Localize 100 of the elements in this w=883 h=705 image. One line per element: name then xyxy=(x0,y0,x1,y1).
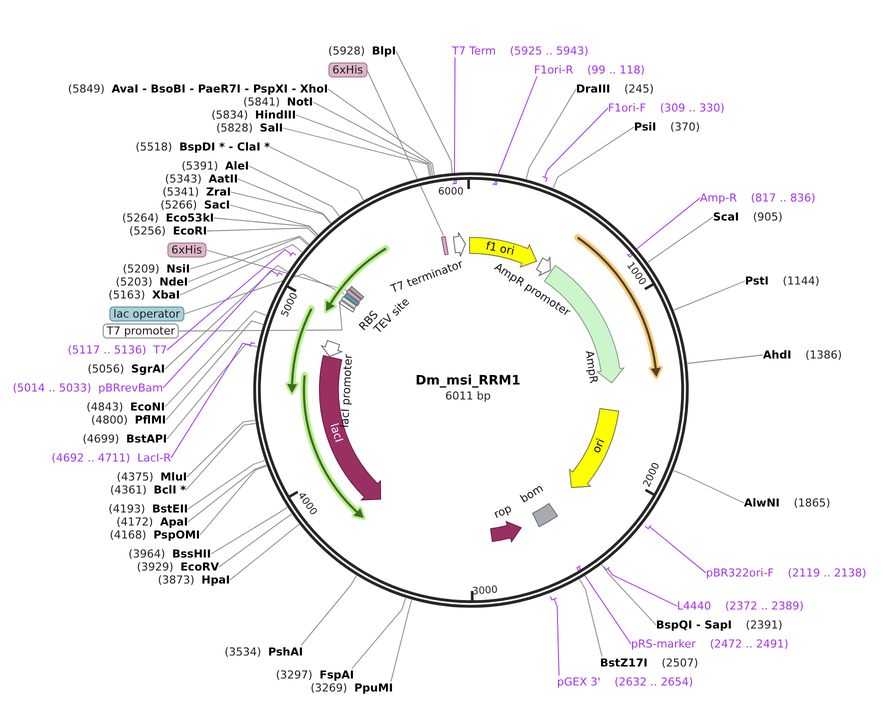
leader-line xyxy=(206,228,317,237)
leader-line xyxy=(296,114,432,176)
feature-marker xyxy=(338,298,356,314)
restriction-site-label: (5518) BspDI * - ClaI * xyxy=(136,140,270,154)
leader-line xyxy=(166,320,264,420)
primer-label: pBR322ori-F (2119 .. 2138) xyxy=(706,566,866,580)
primer-label: L4440 (2372 .. 2389) xyxy=(677,600,804,612)
restriction-site-label: (5256) EcoRI xyxy=(129,224,207,238)
primer-leader-line xyxy=(542,108,608,182)
directional-feature xyxy=(489,520,523,544)
promoter-feature xyxy=(320,339,344,358)
restriction-site-label: BstZ17I (2507) xyxy=(600,656,698,670)
feature-tag: 6xHis xyxy=(167,242,206,258)
primer-label: F1ori-R (99 .. 118) xyxy=(534,64,645,76)
restriction-site-label: PsiI (370) xyxy=(634,120,700,134)
feature-tag: T7 promoter xyxy=(102,324,179,338)
restriction-site-label: (4843) EcoNI xyxy=(86,400,165,414)
restriction-site-label: (5391) AleI xyxy=(182,160,249,172)
leader-line xyxy=(300,575,358,646)
directional-feature xyxy=(568,406,621,489)
restriction-site-label: (4375) MluI xyxy=(116,470,187,484)
leader-line xyxy=(601,564,656,626)
restriction-site-label: ScaI (905) xyxy=(713,210,783,224)
leader-line xyxy=(186,422,256,490)
restriction-site-label: (3929) EcoRV xyxy=(136,560,219,574)
primer-label: (5014 .. 5033) pBRrevBam xyxy=(12,382,163,394)
leader-line xyxy=(352,598,406,669)
primer-leader-line xyxy=(492,76,538,186)
scale-label: 2000 xyxy=(641,462,662,490)
leader-line xyxy=(164,264,288,370)
primer-label: pGEX 3' (2632 .. 2654) xyxy=(557,676,694,688)
primer-label: (5117 .. 5136) T7 xyxy=(68,344,167,356)
leader-line xyxy=(328,88,435,176)
primer-leader-line xyxy=(162,270,283,388)
feature-marker xyxy=(348,284,366,301)
leader-line xyxy=(190,236,310,270)
leader-line xyxy=(200,465,268,536)
leader-line xyxy=(270,146,364,201)
restriction-site-label: (5828) SalI xyxy=(216,122,283,134)
leader-line xyxy=(647,216,714,263)
leader-line xyxy=(230,192,331,224)
restriction-site-label: (5209) NsiI xyxy=(122,262,190,276)
restriction-site-label: (3269) PpuMI xyxy=(310,682,393,694)
feature-marker xyxy=(440,234,450,256)
restriction-site-label: (5849) AvaI - BsoBI - PaeR7I - PspXI - XhoI xyxy=(68,82,328,96)
feature-tag: 6xHis xyxy=(328,62,367,78)
restriction-site-label: (4800) PflMI xyxy=(91,414,166,426)
leader-line xyxy=(282,128,430,176)
restriction-site-label: (5341) ZraI xyxy=(162,186,231,198)
leader-line xyxy=(188,460,266,510)
restriction-site-label: PstI (1144) xyxy=(745,274,820,288)
restriction-site-label: (4193) BstEII xyxy=(108,502,188,516)
leader-line xyxy=(210,506,288,554)
primer-label: F1ori-F (309 .. 330) xyxy=(608,102,724,114)
primer-leader-line xyxy=(452,57,457,184)
restriction-site-label: (3873) HpaI xyxy=(158,574,230,586)
leader-line xyxy=(218,514,292,568)
feature-tag: lac operator xyxy=(109,306,184,322)
directional-feature xyxy=(318,354,382,502)
leader-line xyxy=(248,166,340,217)
feature-marker xyxy=(340,295,358,310)
restriction-site-label: DraIII (245) xyxy=(576,82,654,96)
primer-leader-line xyxy=(166,249,296,350)
restriction-site-label: BspQI - SapI (2391) xyxy=(656,618,782,632)
scale-label: 3000 xyxy=(472,585,499,598)
restriction-site-label: (5163) XbaI xyxy=(108,288,180,302)
primer-leader-line xyxy=(603,566,678,606)
leader-line xyxy=(180,244,303,296)
leader-line xyxy=(188,464,267,522)
leader-line xyxy=(526,88,576,180)
leader-line xyxy=(186,420,256,478)
feature-marker xyxy=(342,292,360,307)
plasmid-name: Dm_msi_RRM1 xyxy=(415,374,521,390)
primer-leader-line xyxy=(626,198,700,258)
leader-line xyxy=(552,126,634,189)
restriction-site-label: (3964) BssHII xyxy=(128,548,211,560)
leader-line xyxy=(686,354,764,364)
primer-leader-line xyxy=(170,342,256,458)
feature-name-label: rop xyxy=(492,502,514,522)
restriction-site-label: (5834) HindIII xyxy=(211,108,296,122)
feature-label: f1 ori xyxy=(484,240,515,258)
restriction-site-label: (5343) AatII xyxy=(165,172,238,186)
restriction-site-label: (4699) BstAPI xyxy=(82,432,167,446)
leader-line xyxy=(214,218,318,236)
feature-marker xyxy=(345,288,363,304)
leader-line xyxy=(166,344,258,440)
restriction-site-label: AhdI (1386) xyxy=(763,348,842,362)
leader-line xyxy=(673,470,744,504)
restriction-site-label: (4168) PspOMI xyxy=(110,528,200,542)
leader-line xyxy=(230,204,318,236)
restriction-site-label: (5056) SgrAI xyxy=(88,362,165,376)
promoter-feature xyxy=(535,256,552,277)
plasmid-length: 6011 bp xyxy=(445,390,491,402)
leader-line xyxy=(390,599,412,682)
scale-label: 5000 xyxy=(279,292,300,320)
restriction-site-label: (5841) NotI xyxy=(243,96,313,108)
primer-label: Amp-R (817 .. 836) xyxy=(700,192,816,204)
primer-label: pRS-marker (2472 .. 2491) xyxy=(631,638,788,650)
leader-line xyxy=(206,250,348,291)
leader-line xyxy=(579,578,602,657)
